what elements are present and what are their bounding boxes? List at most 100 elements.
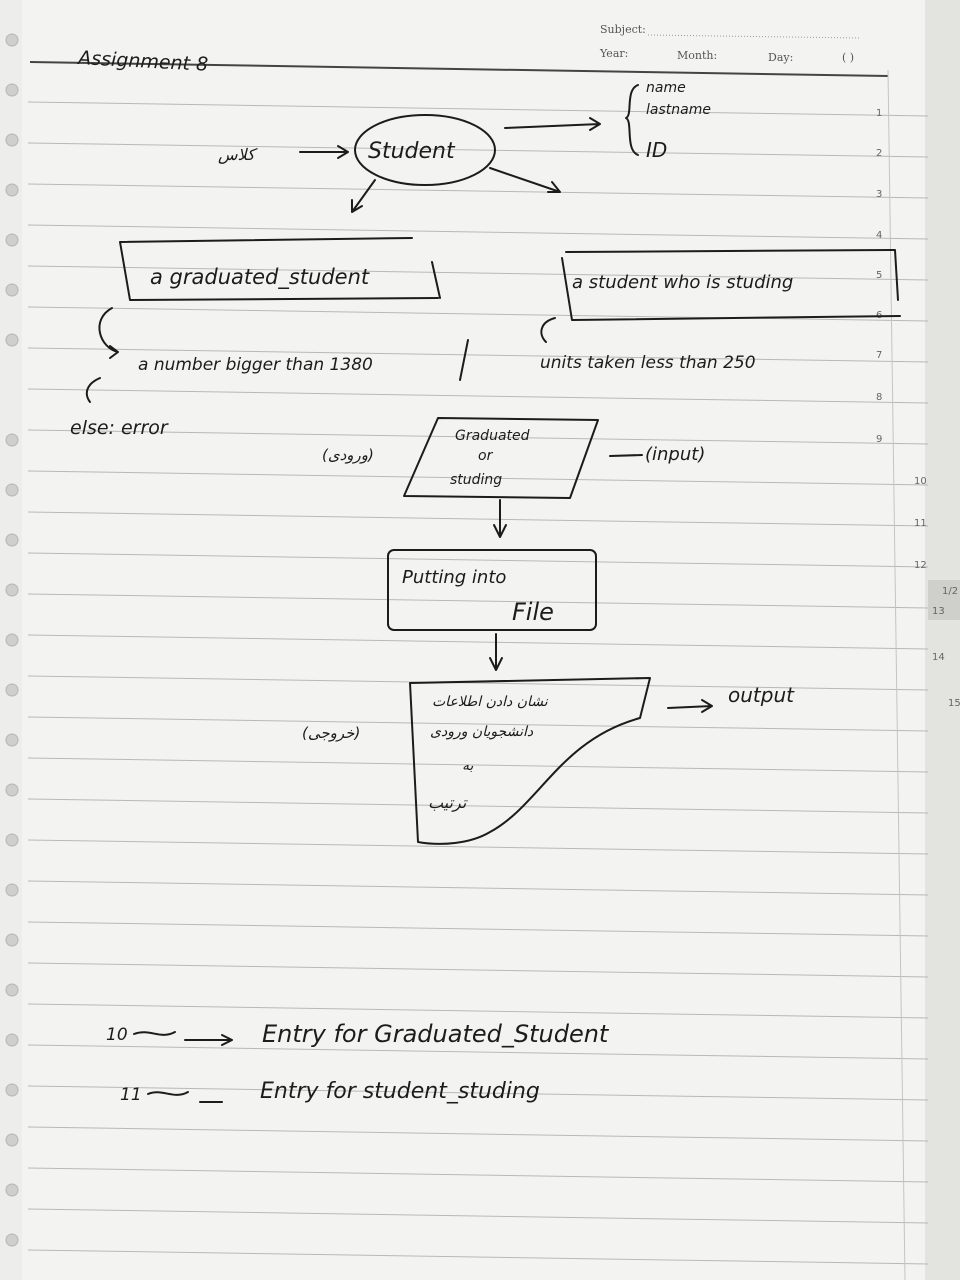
attr-brace (625, 84, 639, 156)
ruled-line (27, 1044, 929, 1060)
input-en-label: (input) (645, 444, 705, 465)
ruled-line (27, 511, 929, 527)
entry-1-text: Entry for Graduated_Student (262, 1020, 610, 1048)
ruled-line (27, 593, 929, 609)
stud-rule-arrow (540, 317, 556, 343)
entry-2-code: 11 (120, 1085, 142, 1105)
process-line-1: Putting into (402, 567, 506, 588)
graduated-box (119, 237, 441, 301)
line-number: 15 (948, 698, 960, 709)
graduated-label: a graduated_student (150, 265, 370, 290)
ruled-line (27, 675, 929, 691)
entry-1-code: 10 (106, 1025, 128, 1045)
ruled-line (27, 347, 929, 363)
grad-rule-stroke (459, 339, 469, 381)
studying-box (561, 249, 901, 321)
ruled-line (27, 839, 929, 855)
ruled-line (27, 880, 929, 896)
ruled-line (27, 183, 929, 199)
student-label: Student (368, 139, 456, 164)
line-number: 8 (876, 392, 882, 403)
day-label: Day: (768, 51, 793, 64)
line-number: 7 (876, 350, 882, 361)
ruled-line (27, 798, 929, 814)
ruled-line (27, 634, 929, 650)
ruled-line (27, 1249, 929, 1265)
subject-label: Subject: (600, 23, 646, 36)
grad-rule-arrow (98, 307, 119, 359)
ruled-line (27, 224, 929, 240)
process-line-2: File (512, 598, 554, 626)
line-number: 3 (876, 189, 882, 200)
input-parallelogram (403, 417, 599, 499)
doc-line-3: به (462, 758, 474, 774)
ruled-line (27, 101, 929, 117)
doc-line-2: دانشجویان ورودی (430, 724, 534, 740)
ruled-line (27, 1126, 929, 1142)
ruled-line (27, 716, 929, 732)
ruled-line (27, 388, 929, 404)
ruled-line (27, 757, 929, 773)
arrow-to-process (493, 499, 507, 538)
input-arrow (609, 454, 643, 457)
else-rule: else: error (70, 417, 169, 439)
line-number: 12 (914, 560, 927, 571)
input-line-1: Graduated (455, 428, 530, 444)
line-number: 1 (876, 108, 882, 119)
output-document (409, 677, 651, 845)
class-arrow (299, 145, 349, 159)
entry-2-scribble (147, 1091, 189, 1096)
line-number: 2 (876, 148, 882, 159)
down-arrow (351, 179, 376, 213)
class-label: کلاس (218, 145, 258, 164)
ruled-line (27, 552, 929, 568)
ruled-line (27, 429, 929, 445)
entry-1-arrow (184, 1034, 233, 1046)
spiral-holes (5, 33, 19, 1247)
year-label: Year: (599, 47, 628, 60)
header-rule (29, 61, 889, 77)
line-number: 9 (876, 434, 882, 445)
attr-id: ID (646, 138, 667, 162)
ruled-line (27, 1003, 929, 1019)
studying-label: a student who is studing (572, 272, 793, 293)
line-number: 1/2 (942, 586, 958, 597)
else-arrow (85, 377, 101, 403)
right-arrow (489, 167, 561, 193)
input-line-2: or (478, 448, 494, 464)
ruled-line (27, 1208, 929, 1224)
attr-lastname: lastname (646, 102, 711, 118)
line-number: 13 (932, 606, 945, 617)
line-number: 14 (932, 652, 945, 663)
ruled-line (27, 962, 929, 978)
attr-name: name (646, 80, 686, 96)
line-number: 4 (876, 230, 882, 241)
input-line-3: studing (450, 472, 502, 488)
doc-line-4: ترتیب (428, 793, 468, 812)
output-fa-label: (خروجی) (302, 724, 360, 742)
ruled-line (27, 921, 929, 937)
student-ellipse (354, 114, 496, 186)
ruled-line (27, 306, 929, 322)
ruled-line (27, 1085, 929, 1101)
ruled-line (27, 265, 929, 281)
line-number: 11 (914, 518, 927, 529)
entry-1-scribble (133, 1031, 176, 1036)
line-number: 10 (914, 476, 927, 487)
doc-line-1: نشان دادن اطلاعات (432, 694, 549, 710)
graduated-rule: a number bigger than 1380 (138, 355, 373, 375)
entry-2-text: Entry for student_studing (260, 1079, 540, 1104)
output-en-label: output (728, 683, 795, 707)
input-fa-label: (ورودی) (322, 446, 374, 464)
arrow-to-output (489, 633, 503, 671)
line-number: 5 (876, 270, 882, 281)
ruled-lines (27, 101, 929, 1265)
process-box (387, 549, 597, 631)
ruled-line (27, 1167, 929, 1183)
paren: ( ) (842, 51, 854, 64)
output-arrow (667, 699, 713, 713)
ruled-line (27, 470, 929, 486)
attr-arrow (504, 117, 601, 131)
